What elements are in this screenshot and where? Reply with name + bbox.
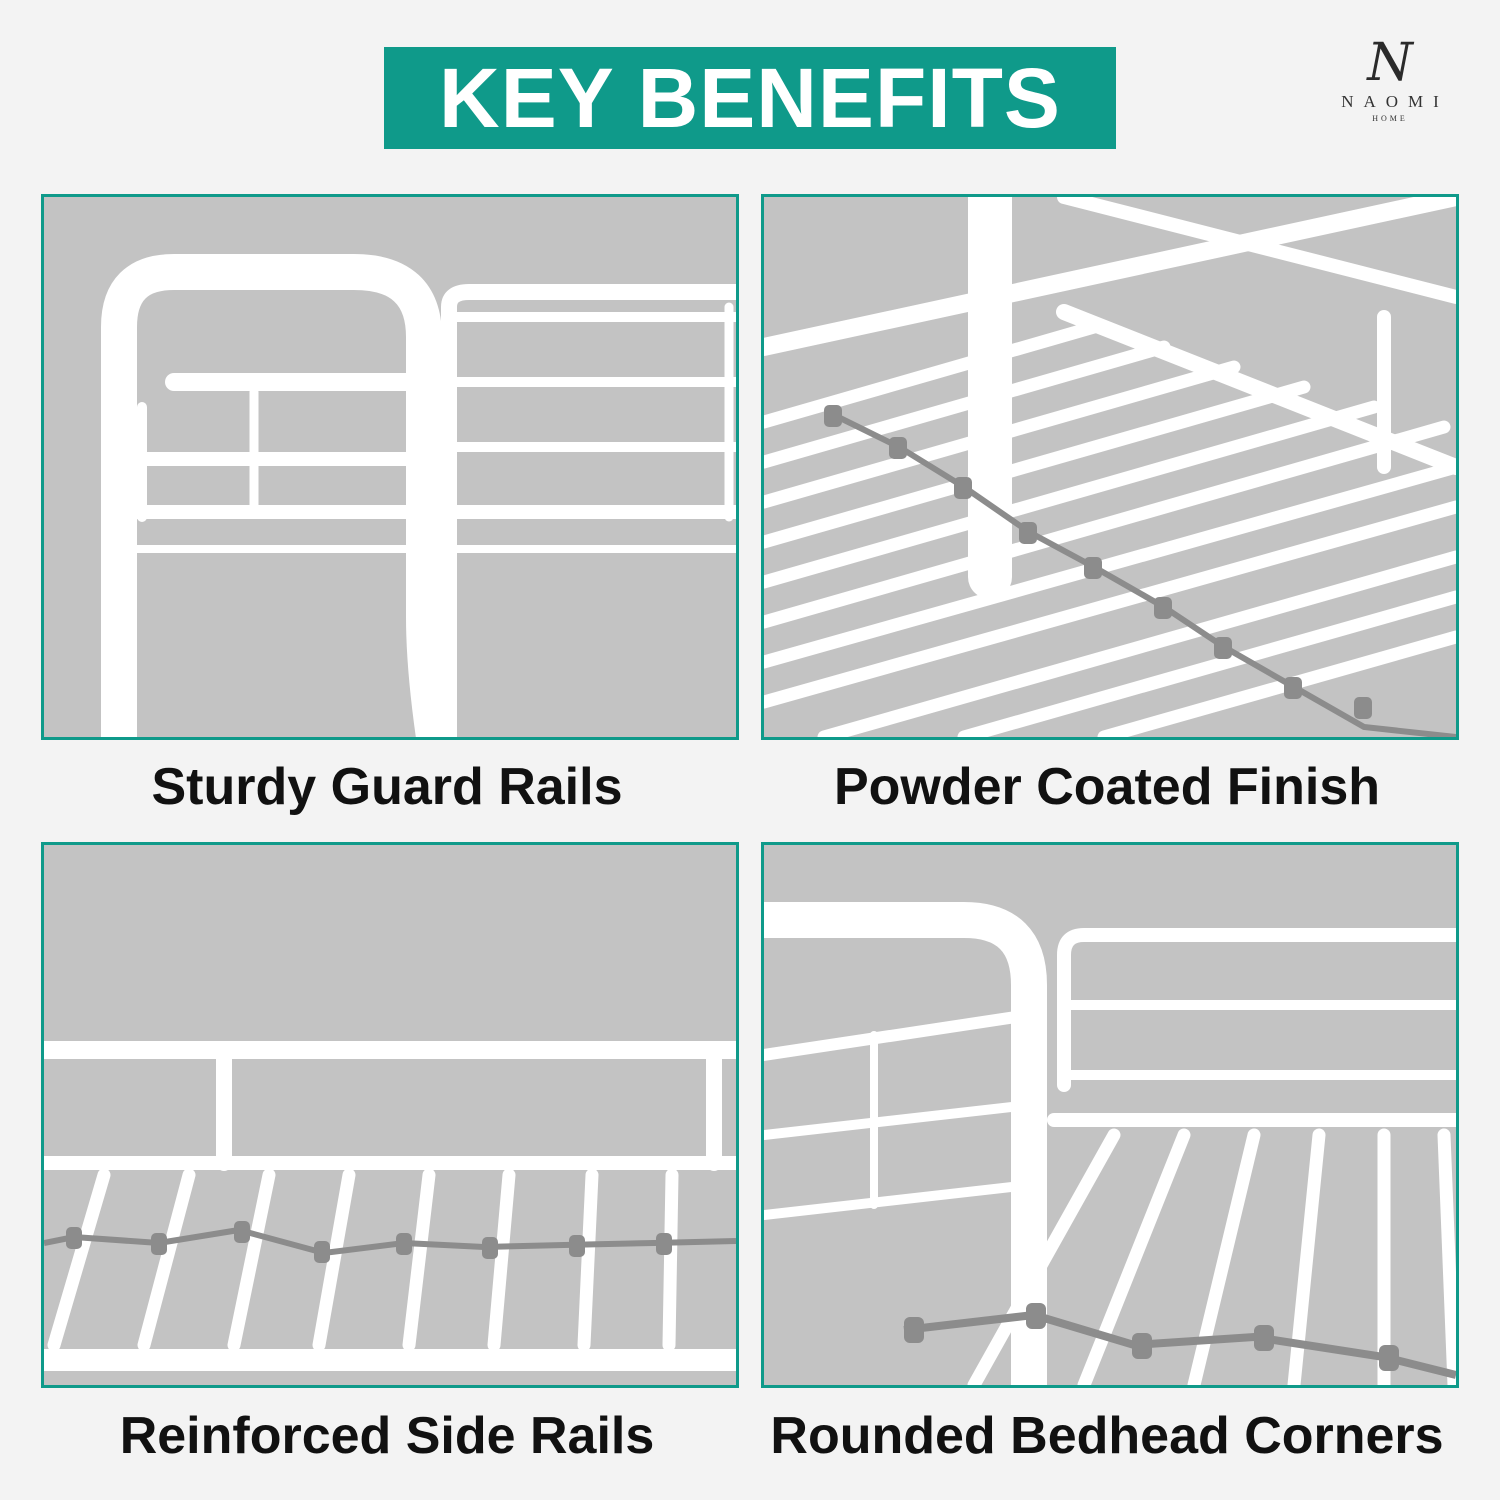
rounded-corners-illustration [764,902,1456,1385]
caption-side-rails: Reinforced Side Rails [119,1407,655,1465]
photo-guard-rails [41,194,739,740]
caption-rounded-corners: Rounded Bedhead Corners [770,1407,1444,1465]
photo-side-rails [41,842,739,1388]
logo-name: NAOMI [1341,92,1449,111]
caption-guard-rails: Sturdy Guard Rails [151,758,623,816]
photo-powder-coated [761,194,1459,740]
logo-tagline: HOME [1372,114,1408,123]
brand-logo: N NAOMI HOME [1310,34,1470,134]
title-banner: KEY BENEFITS [384,47,1116,149]
photo-rounded-corners [761,842,1459,1388]
logo-monogram: N [1367,33,1413,93]
page-title: KEY BENEFITS [439,50,1061,145]
powder-coated-illustration [764,197,1456,737]
guard-rails-illustration [101,254,736,737]
caption-powder-coated: Powder Coated Finish [833,758,1381,816]
side-rails-illustration [44,1041,736,1371]
